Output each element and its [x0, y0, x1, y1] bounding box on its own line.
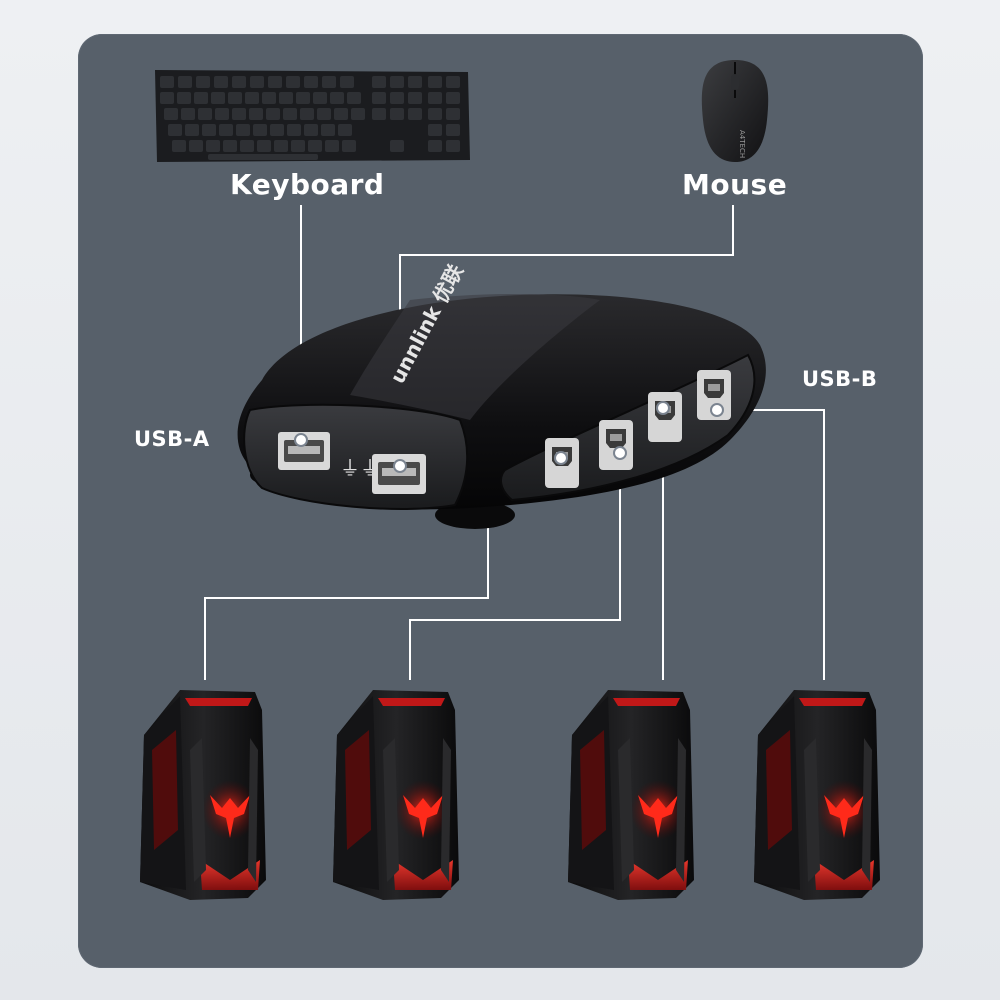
usb-b-label: USB-B	[802, 367, 878, 391]
usb-b-connector-dot-1	[554, 451, 568, 465]
usb-a-port-1	[278, 432, 330, 470]
computer-tower-3	[568, 690, 694, 900]
usb-b-connector-dot-2	[613, 446, 627, 460]
usb-a-label: USB-A	[134, 427, 210, 451]
mouse-image: A4TECH	[701, 60, 769, 162]
computer-tower-1	[140, 690, 266, 900]
usb-b-connector-dot-4	[710, 403, 724, 417]
pc4-line	[717, 409, 825, 680]
kvm-switch: unnlink 优联 ⏚⏚	[237, 260, 766, 529]
pc2-line	[409, 453, 621, 680]
mouse-label: Mouse	[682, 168, 788, 201]
computer-tower-4	[754, 690, 880, 900]
usb-a-port-2	[372, 454, 426, 494]
usb-b-port-2	[599, 420, 633, 470]
usb-b-port-3	[648, 392, 682, 442]
svg-text:A4TECH: A4TECH	[738, 130, 746, 158]
computer-tower-2	[333, 690, 459, 900]
keyboard-label: Keyboard	[230, 168, 385, 201]
usb-b-connector-dot-3	[656, 401, 670, 415]
keyboard-image	[155, 70, 470, 162]
